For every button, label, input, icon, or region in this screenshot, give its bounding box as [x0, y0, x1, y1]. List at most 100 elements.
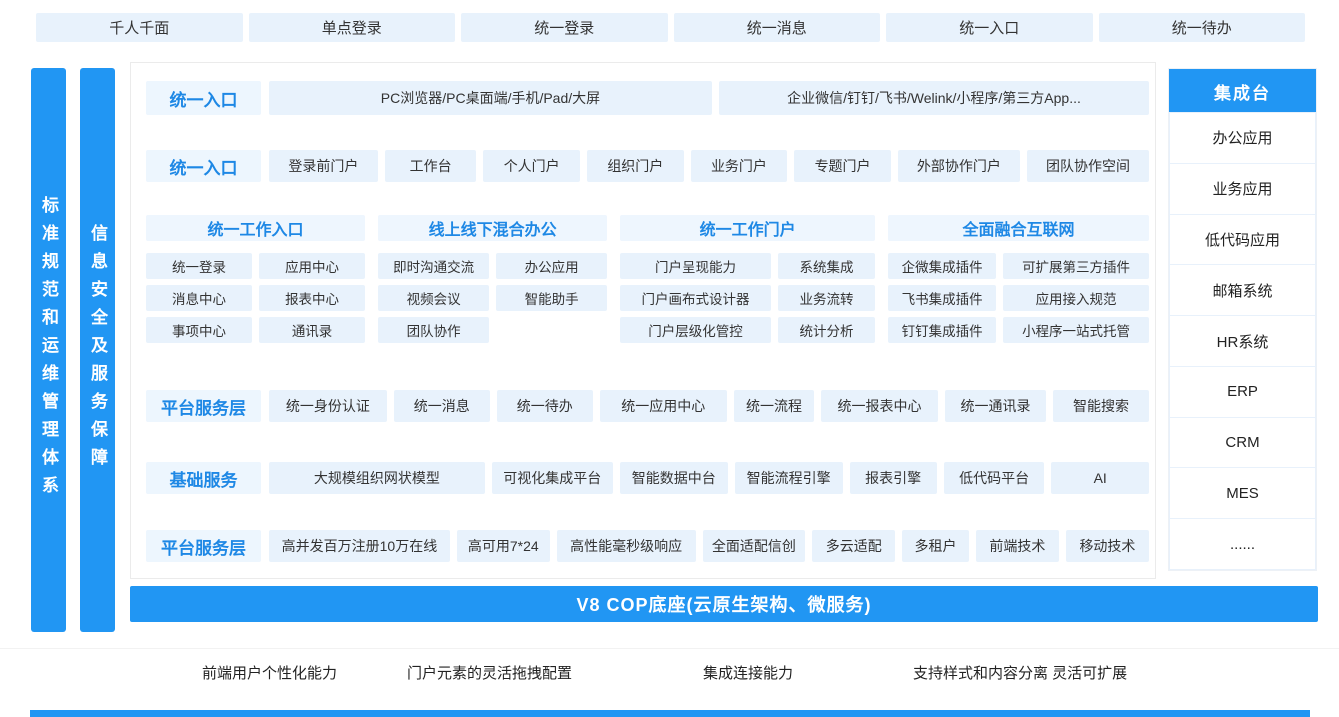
tech-item: 高可用7*24 — [456, 530, 550, 562]
sidebar-item: ...... — [1169, 518, 1316, 571]
group-item: 飞书集成插件 — [888, 285, 997, 311]
portal-item: 组织门户 — [587, 150, 684, 182]
row-items: 统一身份认证 统一消息 统一待办 统一应用中心 统一流程 统一报表中心 统一通讯… — [269, 390, 1149, 422]
base-item: 大规模组织网状模型 — [269, 462, 485, 494]
row-items: 大规模组织网状模型 可视化集成平台 智能数据中台 智能流程引擎 报表引擎 低代码… — [269, 462, 1149, 494]
bottom-separator — [0, 648, 1339, 649]
row-platform-tech: 平台服务层 高并发百万注册10万在线 高可用7*24 高性能毫秒级响应 全面适配… — [146, 530, 1149, 562]
sidebar-item: CRM — [1169, 416, 1316, 469]
group-item: 通讯录 — [259, 317, 366, 343]
bottom-feature: 前端用户个性化能力 — [202, 665, 338, 682]
sidebar-item: MES — [1169, 467, 1316, 520]
group-item: 消息中心 — [146, 285, 253, 311]
portal-item: 专题门户 — [794, 150, 891, 182]
top-capability-row: 千人千面 单点登录 统一登录 统一消息 统一入口 统一待办 — [36, 13, 1305, 42]
bottom-blue-strip — [30, 710, 1310, 717]
row-label: 统一入口 — [146, 150, 261, 182]
group-item: 门户层级化管控 — [620, 317, 771, 343]
group-items: 企微集成插件 可扩展第三方插件 飞书集成插件 应用接入规范 钉钉集成插件 小程序… — [888, 253, 1149, 343]
platform-item: 统一待办 — [496, 390, 593, 422]
group-unified-work-entry: 统一工作入口 统一登录 应用中心 消息中心 报表中心 事项中心 通讯录 — [146, 215, 366, 343]
sidebar-item: 低代码应用 — [1169, 213, 1316, 266]
row-platform-services: 平台服务层 统一身份认证 统一消息 统一待办 统一应用中心 统一流程 统一报表中… — [146, 390, 1149, 422]
group-item: 视频会议 — [378, 285, 490, 311]
top-chip: 统一登录 — [461, 13, 668, 42]
row-unified-entry-portals: 统一入口 登录前门户 工作台 个人门户 组织门户 业务门户 专题门户 外部协作门… — [146, 150, 1149, 182]
sidebar-item: 邮箱系统 — [1169, 264, 1316, 317]
group-unified-work-portal: 统一工作门户 门户呈现能力 系统集成 门户画布式设计器 业务流转 门户层级化管控… — [620, 215, 876, 343]
base-item: 智能流程引擎 — [734, 462, 843, 494]
group-item: 应用接入规范 — [1003, 285, 1149, 311]
group-item: 小程序一站式托管 — [1003, 317, 1149, 343]
base-item: 报表引擎 — [849, 462, 937, 494]
row-label: 平台服务层 — [146, 530, 261, 562]
portal-item: 外部协作门户 — [897, 150, 1020, 182]
group-item: 门户呈现能力 — [620, 253, 771, 279]
platform-item: 统一流程 — [733, 390, 815, 422]
row-label: 基础服务 — [146, 462, 261, 494]
group-item: 业务流转 — [777, 285, 876, 311]
group-items: 即时沟通交流 办公应用 视频会议 智能助手 团队协作 — [378, 253, 608, 343]
top-chip: 统一消息 — [673, 13, 880, 42]
base-item: 智能数据中台 — [619, 462, 728, 494]
group-item: 事项中心 — [146, 317, 253, 343]
tech-item: 全面适配信创 — [702, 530, 806, 562]
tech-item: 多租户 — [902, 530, 969, 562]
group-item: 钉钉集成插件 — [888, 317, 997, 343]
group-item: 应用中心 — [259, 253, 366, 279]
row-items: PC浏览器/PC桌面端/手机/Pad/大屏 企业微信/钉钉/飞书/Welink/… — [269, 81, 1149, 115]
row-items: 高并发百万注册10万在线 高可用7*24 高性能毫秒级响应 全面适配信创 多云适… — [269, 530, 1149, 562]
portal-item: 个人门户 — [483, 150, 580, 182]
left-bar-standards: 标准规范和运维管理体系 — [31, 68, 66, 632]
group-title: 线上线下混合办公 — [378, 215, 608, 241]
portal-item: 团队协作空间 — [1026, 150, 1149, 182]
sidebar-header: 集成台 — [1169, 69, 1316, 113]
base-item: AI — [1051, 462, 1149, 494]
v8-cop-base-bar: V8 COP底座(云原生架构、微服务) — [130, 586, 1318, 622]
platform-item: 智能搜索 — [1053, 390, 1149, 422]
group-title: 统一工作入口 — [146, 215, 366, 241]
tech-item: 多云适配 — [812, 530, 896, 562]
group-internet-integration: 全面融合互联网 企微集成插件 可扩展第三方插件 飞书集成插件 应用接入规范 钉钉… — [888, 215, 1149, 343]
bottom-feature: 支持样式和内容分离 灵活可扩展 — [913, 665, 1128, 682]
row-base-services: 基础服务 大规模组织网状模型 可视化集成平台 智能数据中台 智能流程引擎 报表引… — [146, 462, 1149, 494]
group-items: 统一登录 应用中心 消息中心 报表中心 事项中心 通讯录 — [146, 253, 366, 343]
group-item: 办公应用 — [496, 253, 608, 279]
sidebar-item: ERP — [1169, 365, 1316, 418]
group-title: 统一工作门户 — [620, 215, 876, 241]
sidebar-item: 办公应用 — [1169, 112, 1316, 164]
top-chip: 单点登录 — [248, 13, 455, 42]
main-architecture-panel: 统一入口 PC浏览器/PC桌面端/手机/Pad/大屏 企业微信/钉钉/飞书/We… — [130, 62, 1156, 579]
group-item: 即时沟通交流 — [378, 253, 490, 279]
group-title: 全面融合互联网 — [888, 215, 1149, 241]
tech-item: 高性能毫秒级响应 — [556, 530, 696, 562]
group-item: 系统集成 — [777, 253, 876, 279]
platform-item: 统一应用中心 — [599, 390, 727, 422]
top-chip: 统一入口 — [886, 13, 1093, 42]
row-unified-entry-devices: 统一入口 PC浏览器/PC桌面端/手机/Pad/大屏 企业微信/钉钉/飞书/We… — [146, 81, 1149, 115]
portal-item: 登录前门户 — [269, 150, 378, 182]
base-item: 可视化集成平台 — [491, 462, 613, 494]
access-item: 企业微信/钉钉/飞书/Welink/小程序/第三方App... — [718, 81, 1149, 115]
tech-item: 高并发百万注册10万在线 — [269, 530, 450, 562]
tech-item: 移动技术 — [1065, 530, 1149, 562]
row-label: 平台服务层 — [146, 390, 261, 422]
tech-item: 前端技术 — [975, 530, 1059, 562]
group-item: 团队协作 — [378, 317, 490, 343]
group-item: 可扩展第三方插件 — [1003, 253, 1149, 279]
row-capability-groups: 统一工作入口 统一登录 应用中心 消息中心 报表中心 事项中心 通讯录 线上线下… — [146, 215, 1149, 343]
row-label: 统一入口 — [146, 81, 261, 115]
platform-item: 统一通讯录 — [944, 390, 1047, 422]
group-item: 门户画布式设计器 — [620, 285, 771, 311]
group-item: 统一登录 — [146, 253, 253, 279]
left-bar-security: 信息安全及服务保障 — [80, 68, 115, 632]
bottom-feature: 门户元素的灵活拖拽配置 — [407, 665, 573, 682]
group-item: 统计分析 — [777, 317, 876, 343]
portal-item: 业务门户 — [690, 150, 788, 182]
row-items: 登录前门户 工作台 个人门户 组织门户 业务门户 专题门户 外部协作门户 团队协… — [269, 150, 1149, 182]
group-hybrid-office: 线上线下混合办公 即时沟通交流 办公应用 视频会议 智能助手 团队协作 — [378, 215, 608, 343]
base-item: 低代码平台 — [943, 462, 1045, 494]
access-item: PC浏览器/PC桌面端/手机/Pad/大屏 — [269, 81, 712, 115]
platform-item: 统一消息 — [393, 390, 490, 422]
